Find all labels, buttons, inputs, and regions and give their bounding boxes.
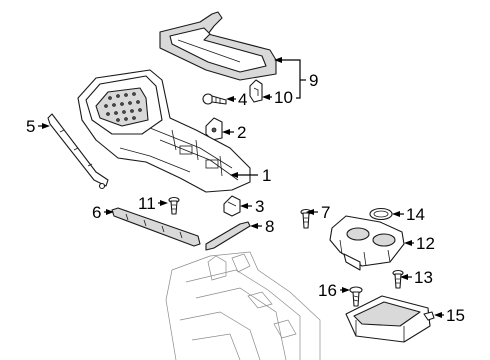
callout-2: 2 bbox=[237, 123, 246, 142]
callout-6: 6 bbox=[92, 203, 101, 222]
part-2-bracket bbox=[205, 117, 223, 141]
callout-3: 3 bbox=[255, 197, 264, 216]
background-console-outline bbox=[165, 251, 321, 360]
part-6-lower-trim bbox=[111, 207, 201, 247]
callout-11: 11 bbox=[138, 194, 156, 213]
callout-9: 9 bbox=[309, 71, 318, 90]
part-13-push-pin bbox=[392, 269, 404, 289]
callout-10: 10 bbox=[274, 88, 293, 107]
part-14-ring bbox=[369, 207, 393, 221]
part-8-trim-strip bbox=[205, 221, 251, 251]
part-4-screw bbox=[202, 93, 227, 105]
callout-4: 4 bbox=[238, 90, 247, 109]
callout-8: 8 bbox=[265, 217, 274, 236]
part-10-clip bbox=[249, 79, 263, 103]
callout-leaders bbox=[38, 57, 444, 318]
part-7-push-pin bbox=[300, 208, 312, 229]
part-16-screw bbox=[349, 286, 363, 307]
part-11-push-pin bbox=[168, 196, 180, 215]
part-1-console-housing bbox=[77, 69, 251, 193]
callout-1: 1 bbox=[262, 166, 271, 185]
callout-labels: 1 2 3 4 5 6 7 8 9 10 11 12 13 14 15 16 bbox=[26, 71, 465, 325]
part-3-clip bbox=[223, 195, 241, 217]
callout-13: 13 bbox=[414, 268, 433, 287]
part-15-storage-bin bbox=[345, 295, 435, 343]
part-12-cup-holder bbox=[329, 215, 405, 271]
callout-7: 7 bbox=[321, 203, 330, 222]
callout-16: 16 bbox=[318, 281, 337, 300]
callout-5: 5 bbox=[26, 117, 35, 136]
callout-14: 14 bbox=[406, 205, 425, 224]
part-5-side-trim bbox=[47, 113, 109, 190]
callout-12: 12 bbox=[416, 234, 435, 253]
callout-15: 15 bbox=[446, 306, 465, 325]
part-9-trim-panel bbox=[159, 11, 277, 81]
